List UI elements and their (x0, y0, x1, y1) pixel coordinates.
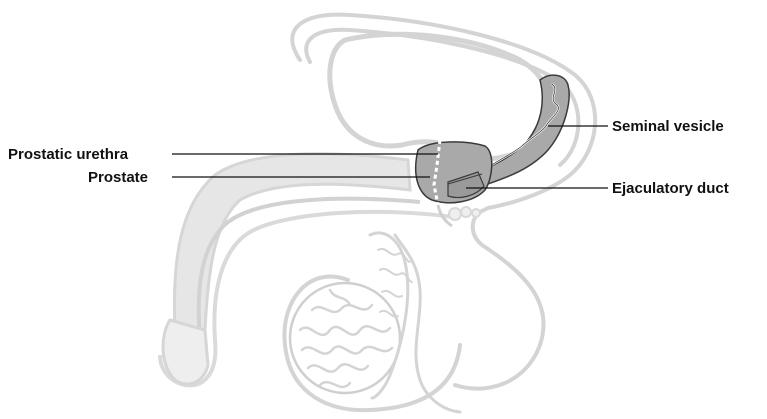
glans (163, 320, 208, 384)
testis (290, 283, 400, 393)
highlighted-anatomy (416, 75, 569, 226)
epididymis (370, 233, 408, 398)
label-prostate: Prostate (88, 169, 148, 186)
label-ejaculatory-duct: Ejaculatory duct (612, 180, 729, 197)
label-prostatic-urethra: Prostatic urethra (8, 146, 129, 163)
label-seminal-vesicle: Seminal vesicle (612, 118, 724, 135)
